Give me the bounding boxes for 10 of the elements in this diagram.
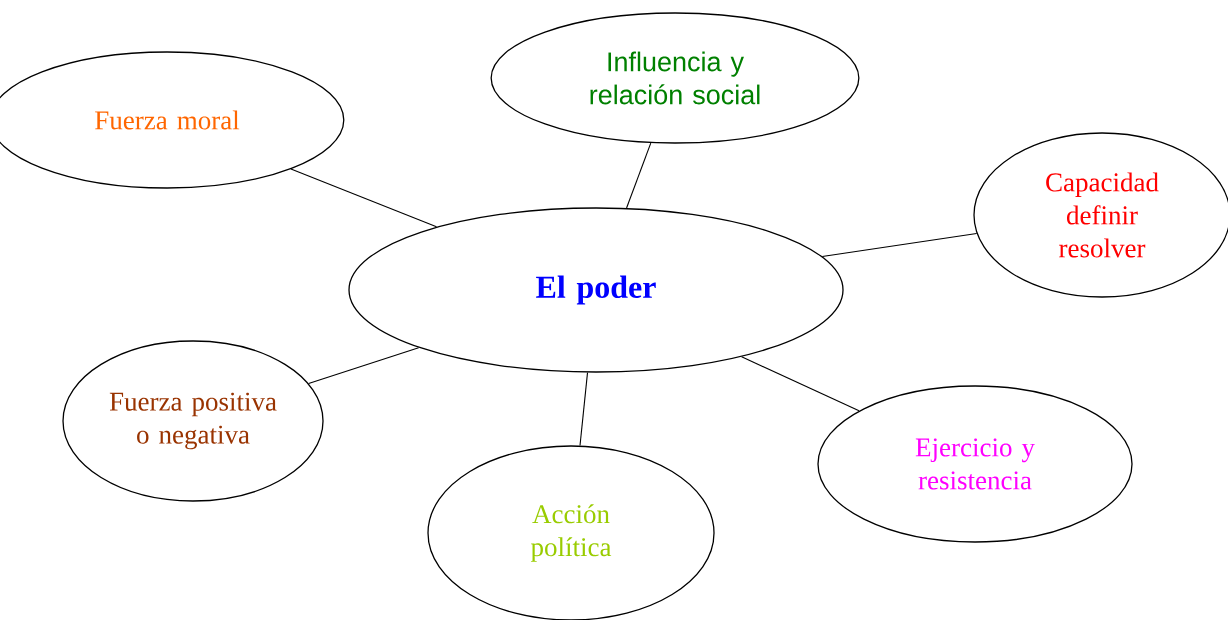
ellipse-node: Fuerza positiva o negativa [62, 340, 324, 502]
ellipse-node: El poder [348, 207, 844, 373]
connector-line [626, 142, 652, 209]
connector-line [308, 347, 420, 384]
connector-line [579, 372, 589, 447]
ellipse-node: Ejercicio y resistencia [817, 385, 1133, 543]
connector-line [290, 168, 438, 228]
connector-line [821, 233, 978, 257]
ellipse-node: Influencia y relación social [490, 12, 860, 144]
connector-line [741, 356, 860, 412]
